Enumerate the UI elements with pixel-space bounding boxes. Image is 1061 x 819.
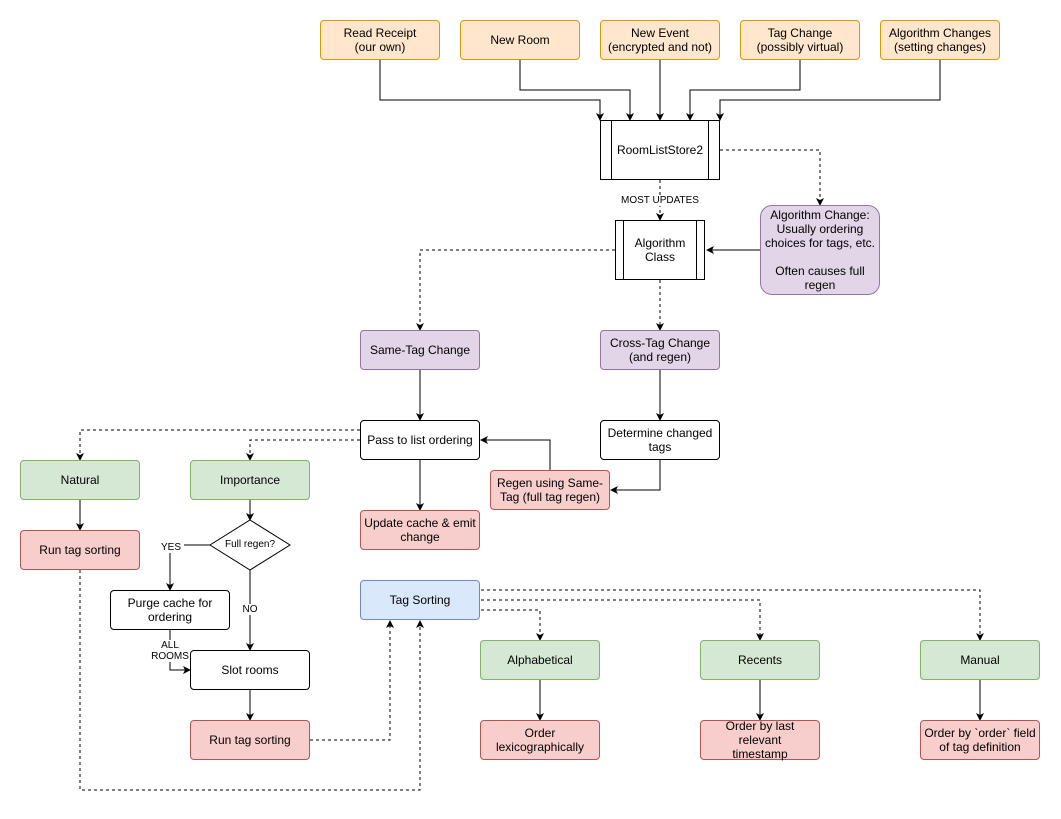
order-lexicographically-node[interactable]: Order lexicographically: [480, 720, 600, 760]
manual-node[interactable]: Manual: [920, 640, 1040, 680]
tag-change-node[interactable]: Tag Change (possibly virtual): [740, 20, 860, 60]
slot-rooms-node[interactable]: Slot rooms: [190, 650, 310, 690]
update-cache-node[interactable]: Update cache & emit change: [360, 510, 480, 550]
same-tag-change-node[interactable]: Same-Tag Change: [360, 330, 480, 370]
algorithm-change-note[interactable]: Algorithm Change: Usually ordering choic…: [760, 205, 880, 295]
all-rooms-label: ALL ROOMS: [148, 640, 192, 662]
regen-same-tag-node[interactable]: Regen using Same- Tag (full tag regen): [490, 470, 610, 510]
full-regen-label: Full regen?: [224, 539, 276, 550]
new-event-node[interactable]: New Event (encrypted and not): [600, 20, 720, 60]
yes-label: YES: [158, 542, 184, 553]
algorithm-class-label: Algorithm Class: [634, 236, 686, 264]
no-label: NO: [240, 604, 260, 615]
room-list-store-node[interactable]: RoomListStore2: [600, 120, 720, 180]
run-tag-sorting-natural-node[interactable]: Run tag sorting: [20, 530, 140, 570]
recents-node[interactable]: Recents: [700, 640, 820, 680]
order-by-field-node[interactable]: Order by `order` field of tag definition: [920, 720, 1040, 760]
read-receipt-node[interactable]: Read Receipt (our own): [320, 20, 440, 60]
determine-changed-tags-node[interactable]: Determine changed tags: [600, 420, 720, 460]
algorithm-class-node[interactable]: Algorithm Class: [615, 220, 705, 280]
order-by-timestamp-node[interactable]: Order by last relevant timestamp: [700, 719, 820, 761]
most-updates-label: MOST UPDATES: [620, 195, 700, 206]
room-list-store-label: RoomListStore2: [616, 143, 704, 157]
full-regen-diamond: [209, 519, 291, 571]
run-tag-sorting-importance-node[interactable]: Run tag sorting: [190, 720, 310, 760]
tag-sorting-node[interactable]: Tag Sorting: [360, 580, 480, 620]
purge-cache-node[interactable]: Purge cache for ordering: [110, 590, 230, 630]
alphabetical-node[interactable]: Alphabetical: [480, 640, 600, 680]
cross-tag-change-node[interactable]: Cross-Tag Change (and regen): [600, 330, 720, 370]
new-room-node[interactable]: New Room: [460, 20, 580, 60]
pass-to-list-ordering-node[interactable]: Pass to list ordering: [360, 420, 480, 460]
natural-node[interactable]: Natural: [20, 460, 140, 500]
algorithm-changes-node[interactable]: Algorithm Changes (setting changes): [880, 20, 1000, 60]
importance-node[interactable]: Importance: [190, 460, 310, 500]
